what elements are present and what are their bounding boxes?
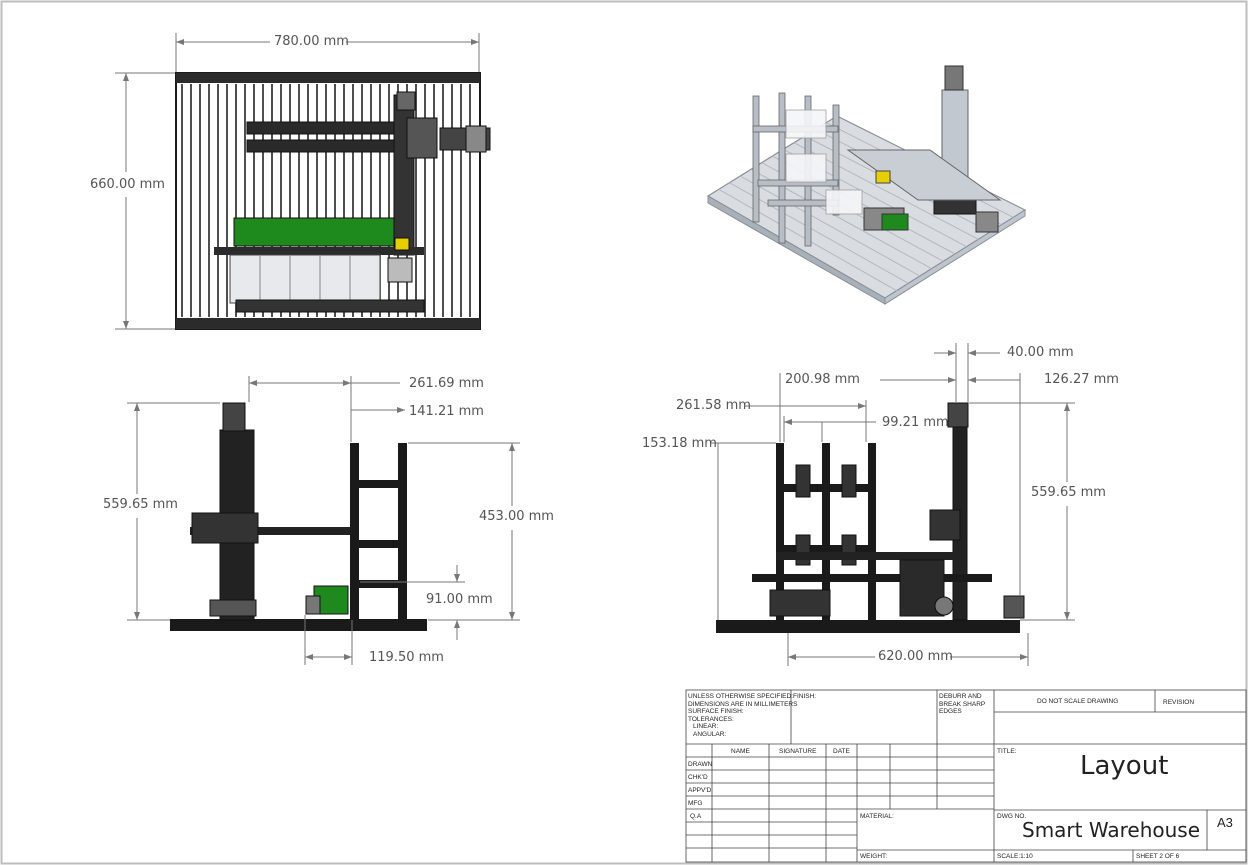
dwg-number: Smart Warehouse bbox=[1022, 818, 1201, 842]
tb-deburr: DEBURR AND BREAK SHARP EDGES bbox=[939, 693, 986, 715]
tb-row-appvd: APPV'D bbox=[688, 787, 712, 794]
dim-left-559: 559.65 mm bbox=[103, 497, 178, 512]
tb-notes: UNLESS OTHERWISE SPECIFIED: DIMENSIONS A… bbox=[688, 693, 798, 738]
top-view bbox=[175, 72, 491, 330]
tb-col-signature: SIGNATURE bbox=[779, 748, 817, 755]
dim-right-99: 99.21 mm bbox=[882, 415, 949, 430]
dim-right-153: 153.18 mm bbox=[642, 436, 717, 451]
front-view bbox=[170, 402, 427, 631]
dim-left-261: 261.69 mm bbox=[409, 376, 484, 391]
dim-right-559: 559.65 mm bbox=[1031, 485, 1106, 500]
tb-revision: REVISION bbox=[1163, 699, 1195, 706]
title-block-grid bbox=[685, 689, 1247, 863]
tb-dwg-no-label: DWG NO. bbox=[997, 813, 1027, 820]
dim-right-40: 40.00 mm bbox=[1007, 345, 1074, 360]
dim-right-620: 620.00 mm bbox=[878, 649, 953, 664]
dim-left-453: 453.00 mm bbox=[479, 509, 554, 524]
iso-base-slat bbox=[740, 175, 921, 277]
dim-left-119: 119.50 mm bbox=[369, 650, 444, 665]
tb-col-name: NAME bbox=[731, 748, 750, 755]
dim-right-126: 126.27 mm bbox=[1044, 372, 1119, 387]
tb-row-drawn: DRAWN bbox=[688, 761, 713, 768]
tb-scale: SCALE:1:10 bbox=[997, 853, 1033, 860]
tb-row-mfg: MFG bbox=[688, 800, 703, 807]
tb-size: A3 bbox=[1217, 815, 1233, 830]
tb-sheet: SHEET 2 OF 6 bbox=[1136, 853, 1180, 860]
dim-left-141: 141.21 mm bbox=[409, 404, 484, 419]
dim-top-width: 780.00 mm bbox=[274, 34, 349, 49]
side-view-dims bbox=[710, 343, 1075, 666]
tb-finish: FINISH: bbox=[793, 693, 817, 700]
tb-col-date: DATE bbox=[833, 748, 850, 755]
dim-right-200: 200.98 mm bbox=[785, 372, 860, 387]
isometric-view bbox=[706, 65, 1027, 305]
front-view-dims bbox=[127, 376, 520, 665]
tb-material: MATERIAL: bbox=[860, 813, 894, 820]
dim-right-261: 261.58 mm bbox=[676, 398, 751, 413]
tb-do-not-scale: DO NOT SCALE DRAWING bbox=[1037, 698, 1119, 705]
tb-row-qa: Q.A bbox=[690, 813, 702, 820]
dim-top-height: 660.00 mm bbox=[90, 177, 165, 192]
drawing-title: Layout bbox=[1080, 751, 1169, 781]
side-view bbox=[716, 402, 1025, 633]
tb-row-chkd: CHK'D bbox=[688, 774, 708, 781]
tb-title-label: TITLE: bbox=[997, 748, 1017, 755]
dim-left-91: 91.00 mm bbox=[426, 592, 493, 607]
tb-weight: WEIGHT: bbox=[860, 853, 888, 860]
top-view-dims bbox=[115, 33, 480, 330]
